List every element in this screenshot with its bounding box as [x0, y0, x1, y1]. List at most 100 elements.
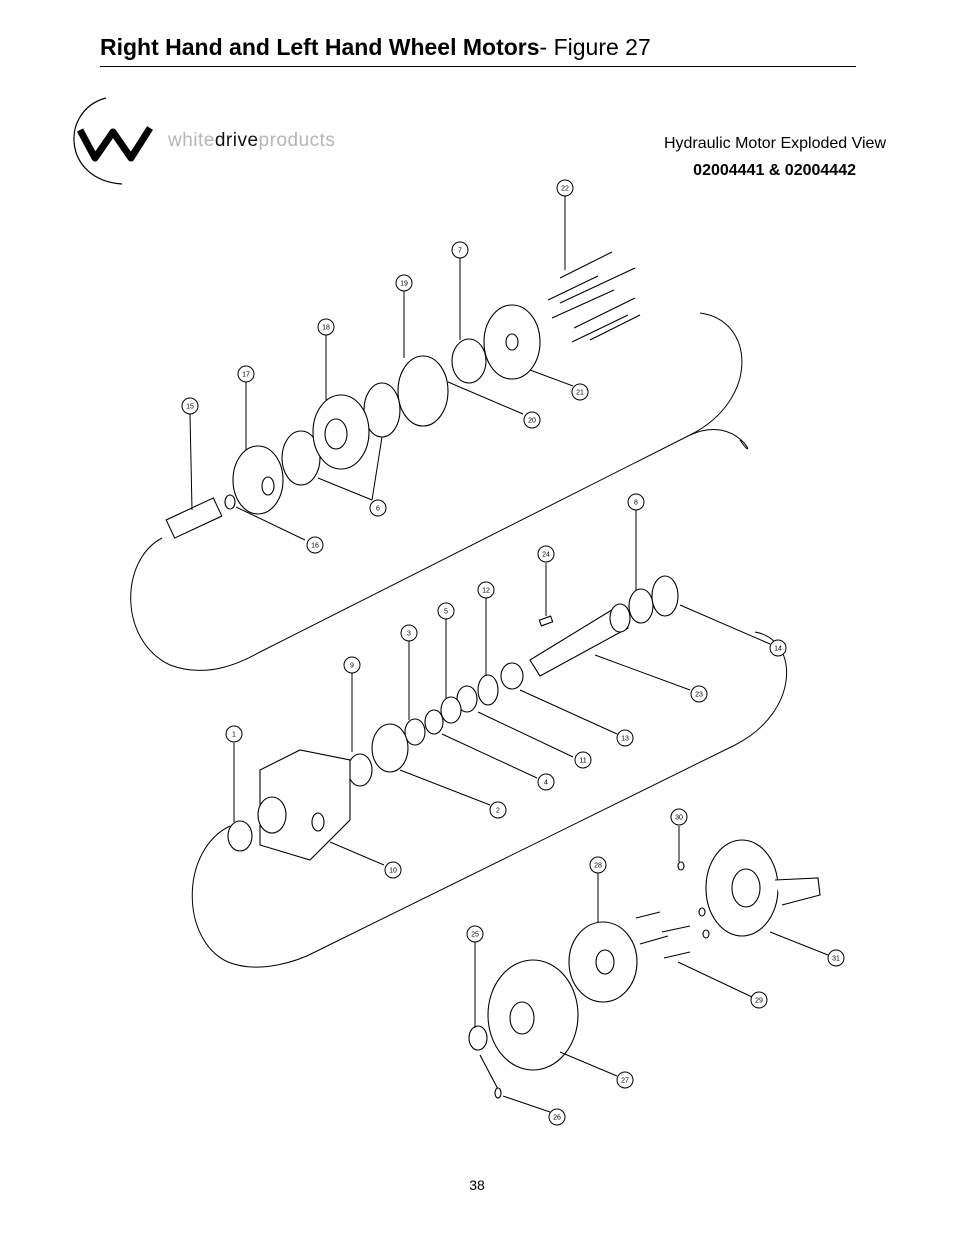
callout-label: 9 — [350, 663, 354, 670]
callout-circle — [384, 861, 402, 879]
callout-circle — [750, 991, 768, 1009]
callout-27: 27 — [616, 1071, 634, 1089]
callout-label: 2 — [496, 808, 500, 815]
page-title: Right Hand and Left Hand Wheel Motors- F… — [100, 34, 651, 61]
part-8-bearing — [628, 588, 654, 624]
callout-7: 7 — [451, 241, 469, 259]
callout-circle — [769, 639, 787, 657]
callout-label: 11 — [579, 758, 586, 765]
callout-circle — [489, 801, 507, 819]
callout-label: 12 — [482, 588, 490, 595]
brand-wordmark: whitedriveproducts — [168, 130, 336, 151]
title-bold: Right Hand and Left Hand Wheel Motors — [100, 34, 540, 60]
callout-15: 15 — [181, 397, 199, 415]
callout-8: 8 — [627, 493, 645, 511]
callout-label: 19 — [400, 281, 408, 288]
callout-4: 4 — [537, 773, 555, 791]
callout-label: 29 — [755, 998, 763, 1005]
title-rule — [100, 66, 856, 67]
callout-label: 26 — [553, 1115, 561, 1122]
brand-logo — [73, 97, 153, 185]
part-3-seal — [404, 718, 426, 746]
callout-circle — [670, 808, 688, 826]
callout-circle — [537, 773, 555, 791]
callout-circle — [616, 729, 634, 747]
callout-label: 31 — [832, 956, 840, 963]
callout-5: 5 — [437, 602, 455, 620]
callout-16: 16 — [306, 536, 324, 554]
callout-circle — [466, 925, 484, 943]
callout-circle — [548, 1108, 566, 1126]
callout-24: 24 — [537, 545, 555, 563]
callout-28: 28 — [589, 856, 607, 874]
callout-2: 2 — [489, 801, 507, 819]
assembly-guide-loops — [130, 312, 787, 968]
callout-22: 22 — [556, 179, 574, 197]
callout-6: 6 — [369, 499, 387, 517]
callout-label: 21 — [576, 390, 584, 397]
part-24-key — [538, 615, 554, 627]
callout-label: 6 — [376, 506, 380, 513]
callout-label: 7 — [458, 248, 462, 255]
callout-label: 25 — [471, 932, 479, 939]
callout-label: 30 — [675, 815, 683, 822]
callout-circle — [477, 581, 495, 599]
part-10-housing — [259, 749, 351, 861]
callout-circle — [237, 365, 255, 383]
callout-19: 19 — [395, 274, 413, 292]
callout-11: 11 — [574, 751, 592, 769]
callout-26: 26 — [548, 1108, 566, 1126]
callout-label: 20 — [528, 418, 536, 425]
part-26-pin — [479, 1054, 501, 1094]
callout-label: 14 — [774, 646, 782, 653]
page-number: 38 — [469, 1177, 485, 1193]
callout-circle — [616, 1071, 634, 1089]
callout-9: 9 — [343, 656, 361, 674]
callout-label: 1 — [232, 732, 236, 739]
callout-10: 10 — [384, 861, 402, 879]
title-regular: - Figure 27 — [539, 34, 651, 60]
callout-circle — [451, 241, 469, 259]
part-29-bolts — [635, 911, 691, 959]
callout-label: 4 — [544, 780, 548, 787]
diagram-subtitle: Hydraulic Motor Exploded View 02004441 &… — [664, 135, 886, 180]
callout-label: 3 — [407, 631, 411, 638]
callout-12: 12 — [477, 581, 495, 599]
callout-circle — [556, 179, 574, 197]
part-1-seal — [227, 820, 253, 852]
leader-lines — [189, 196, 829, 1113]
subtitle-view: Hydraulic Motor Exploded View — [663, 135, 886, 152]
part-16-washer — [224, 494, 236, 510]
callout-3: 3 — [400, 624, 418, 642]
part-6-seal-b — [281, 430, 321, 486]
callout-circle — [574, 751, 592, 769]
callout-label: 10 — [389, 868, 397, 875]
callout-label: 24 — [542, 552, 550, 559]
part-14-thrust-bearing — [651, 575, 679, 617]
callout-18: 18 — [317, 318, 335, 336]
callout-circle — [589, 856, 607, 874]
part-2-seal — [371, 723, 409, 773]
callout-circle — [690, 685, 708, 703]
part-9-bearing — [347, 753, 373, 787]
callout-31: 31 — [827, 949, 845, 967]
part-5-seal — [440, 696, 462, 724]
callout-circle — [827, 949, 845, 967]
callout-circle — [627, 493, 645, 511]
part-19-plate — [397, 355, 449, 427]
callout-circle — [181, 397, 199, 415]
part-7-seal — [451, 338, 487, 384]
callout-23: 23 — [690, 685, 708, 703]
callout-25: 25 — [466, 925, 484, 943]
part-12-thrust-bearing — [477, 674, 499, 706]
callout-circle — [369, 499, 387, 517]
callout-label: 18 — [322, 325, 330, 332]
callout-30: 30 — [670, 808, 688, 826]
callout-1: 1 — [225, 725, 243, 743]
callout-circle — [537, 545, 555, 563]
callout-label: 15 — [186, 404, 194, 411]
callout-circle — [523, 411, 541, 429]
part-13-washer — [500, 662, 524, 690]
callout-20: 20 — [523, 411, 541, 429]
parts — [165, 251, 821, 1099]
